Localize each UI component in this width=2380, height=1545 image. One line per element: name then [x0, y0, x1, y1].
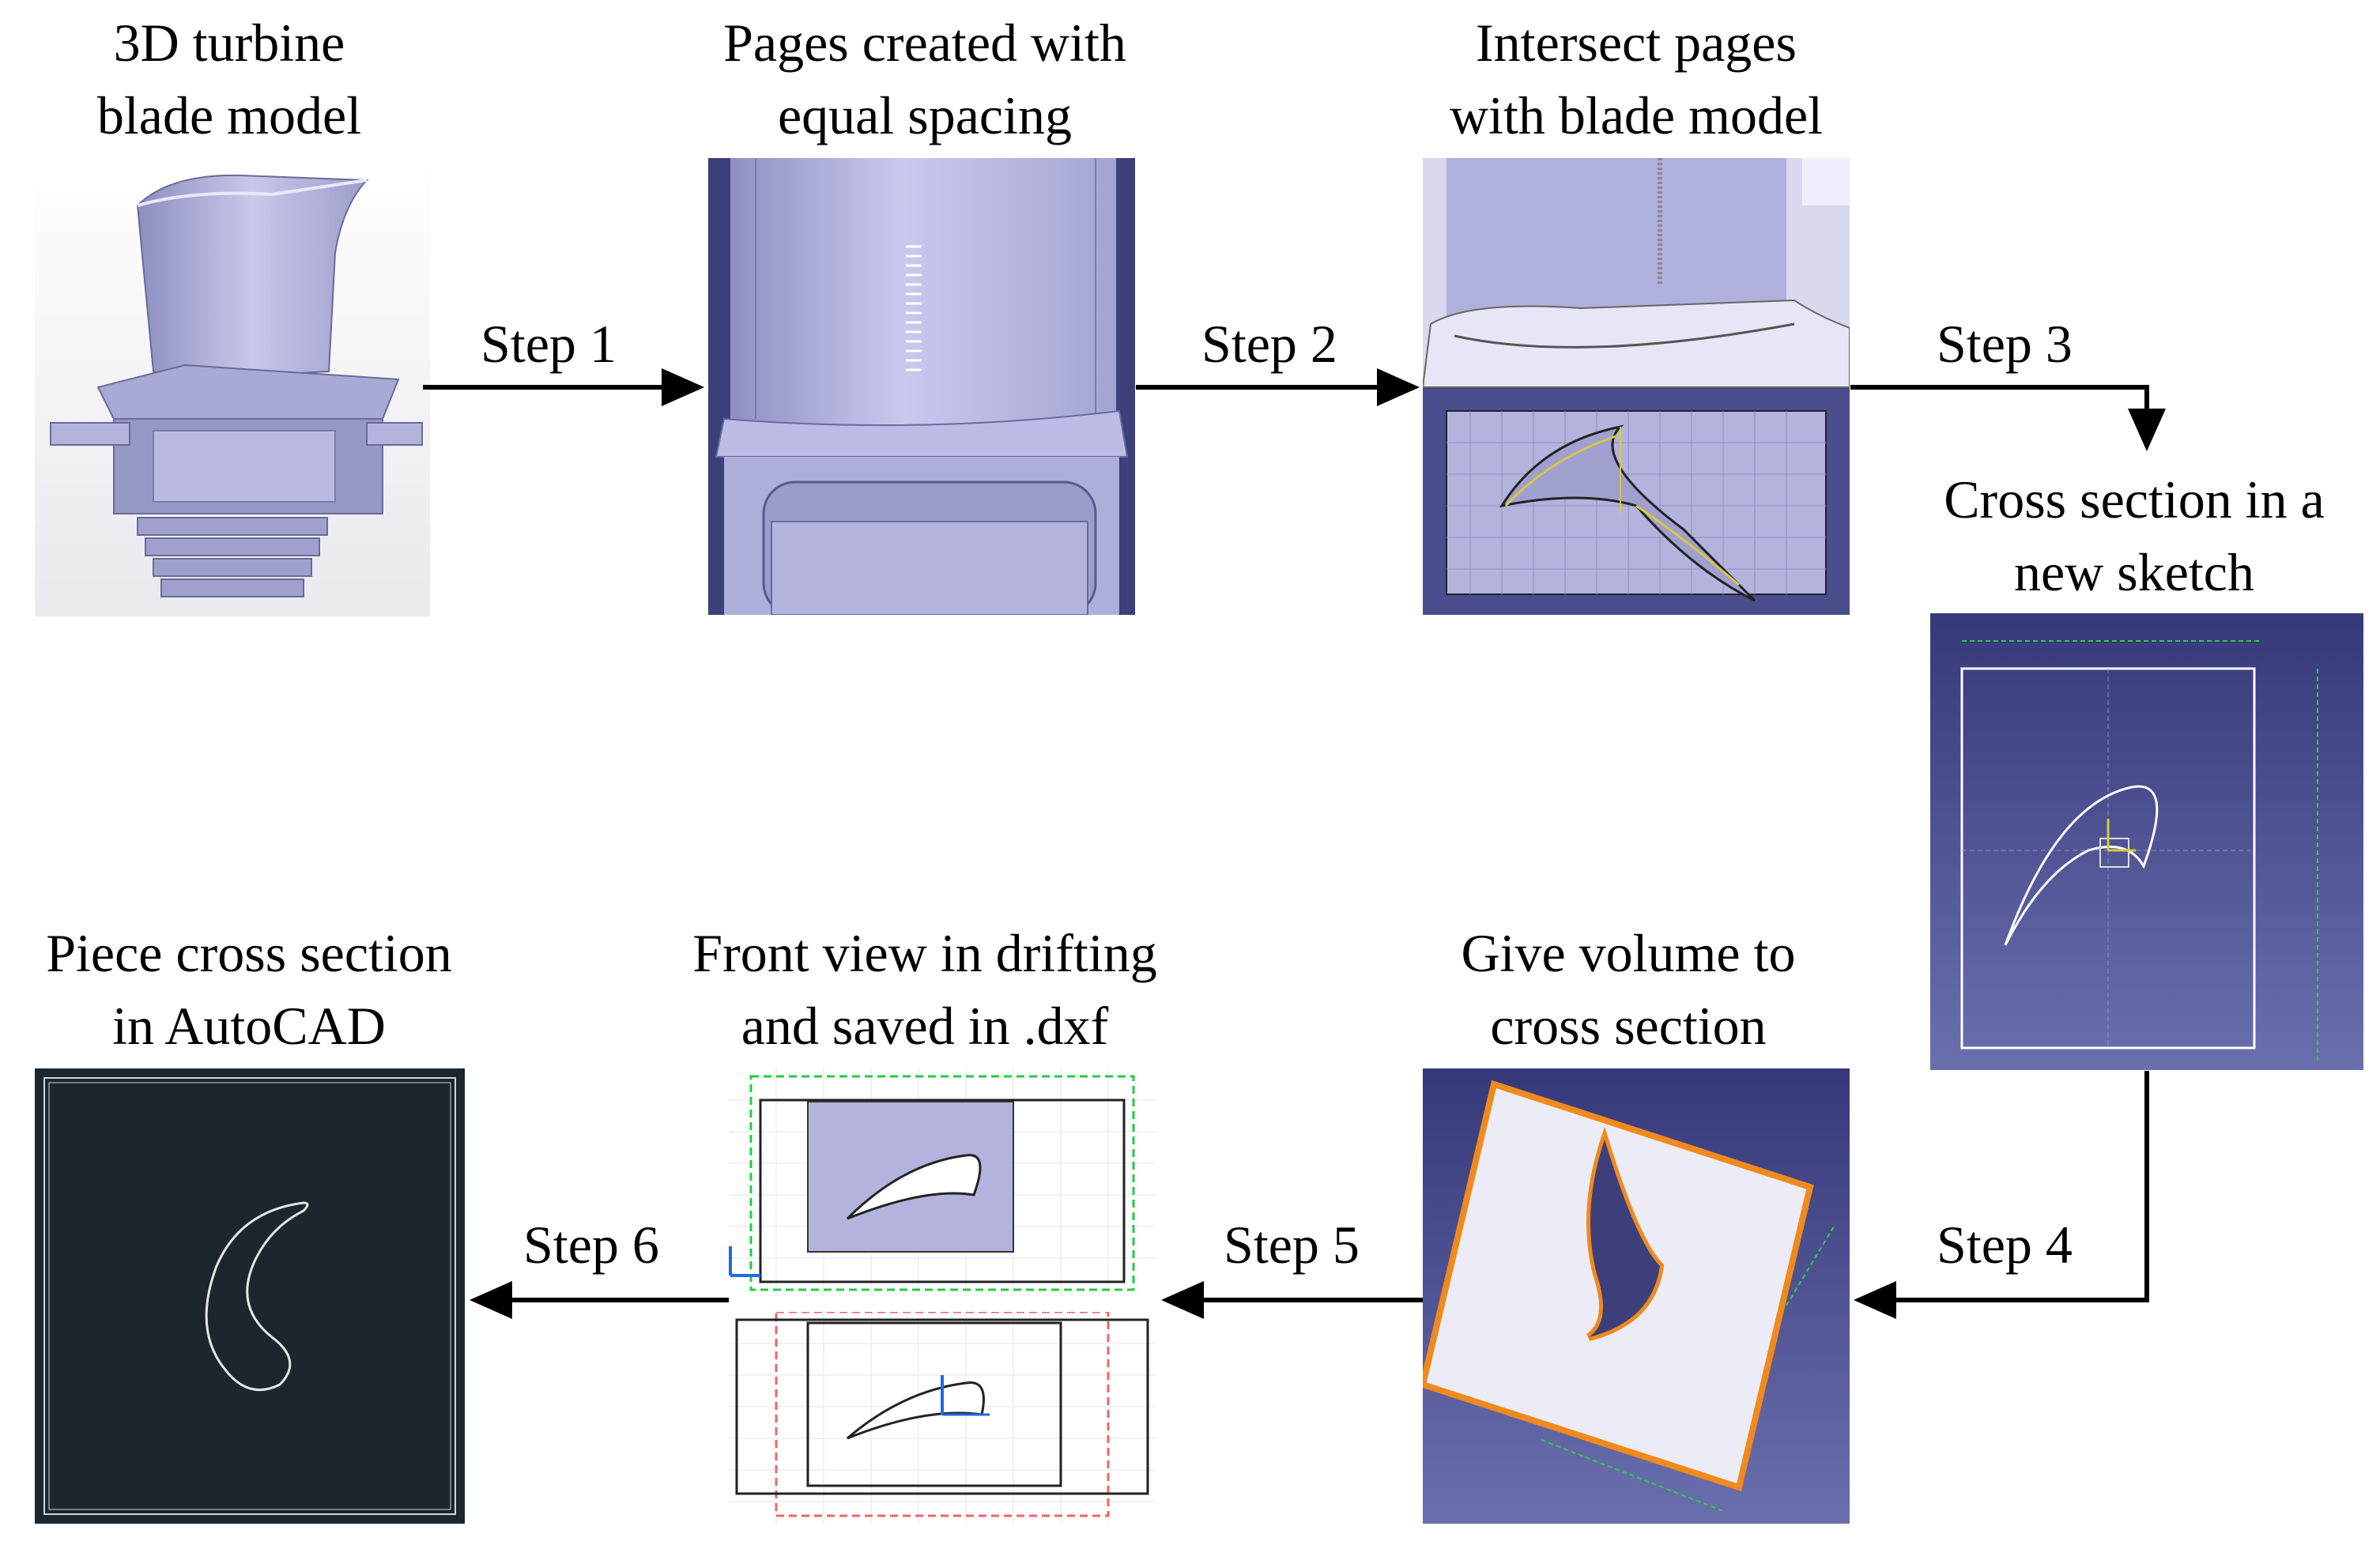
step-label-5: Step 5: [1224, 1215, 1360, 1275]
pages-created-image: [708, 158, 1135, 615]
step-label-6: Step 6: [523, 1215, 659, 1275]
stage-label-line: 3D turbine: [113, 13, 345, 73]
autocad-cross-section-image: [35, 1068, 465, 1524]
cross-section-sketch-image: [1930, 613, 2363, 1070]
blade-model-image: [35, 158, 430, 616]
front-view-drawing-top: [729, 1068, 1156, 1296]
step-label-2: Step 2: [1201, 314, 1337, 374]
stage-label-line: Cross section in a: [1944, 469, 2325, 529]
stage-label-front-view: Front view in drifting and saved in .dxf: [648, 917, 1201, 1062]
stage-label-line: Front view in drifting: [692, 923, 1157, 983]
stage-label-line: Give volume to: [1461, 923, 1796, 983]
stage-label-intersect: Intersect pages with blade model: [1383, 6, 1889, 152]
stage-label-line: in AutoCAD: [112, 996, 386, 1056]
stage-label-line: new sketch: [2013, 542, 2254, 602]
step-label-1: Step 1: [481, 314, 617, 374]
arrow-step-4: [1854, 1071, 2149, 1319]
stage-label-line: equal spacing: [778, 85, 1072, 145]
stage-label-line: cross section: [1490, 996, 1767, 1056]
step-label-3: Step 3: [1937, 314, 2073, 374]
give-volume-image: [1423, 1068, 1850, 1524]
stage-label-line: Intersect pages: [1476, 13, 1797, 73]
step-label-4: Step 4: [1937, 1215, 2073, 1275]
stage-label-give-volume: Give volume to cross section: [1391, 917, 1865, 1062]
front-view-drawing-bottom: [729, 1312, 1156, 1524]
stage-label-line: Pages created with: [723, 13, 1126, 73]
stage-label-line: and saved in .dxf: [741, 996, 1109, 1056]
stage-label-line: with blade model: [1449, 85, 1824, 145]
arrow-step-3: [1850, 385, 2166, 451]
intersect-pages-image: [1423, 158, 1850, 615]
stage-label-autocad: Piece cross section in AutoCAD: [0, 917, 498, 1062]
stage-label-line: Piece cross section: [46, 923, 452, 983]
stage-label-cross-section-sketch: Cross section in a new sketch: [1897, 463, 2371, 609]
stage-label-line: blade model: [96, 85, 362, 145]
stage-label-pages: Pages created with equal spacing: [648, 6, 1201, 152]
stage-label-blade-model: 3D turbine blade model: [32, 6, 427, 152]
